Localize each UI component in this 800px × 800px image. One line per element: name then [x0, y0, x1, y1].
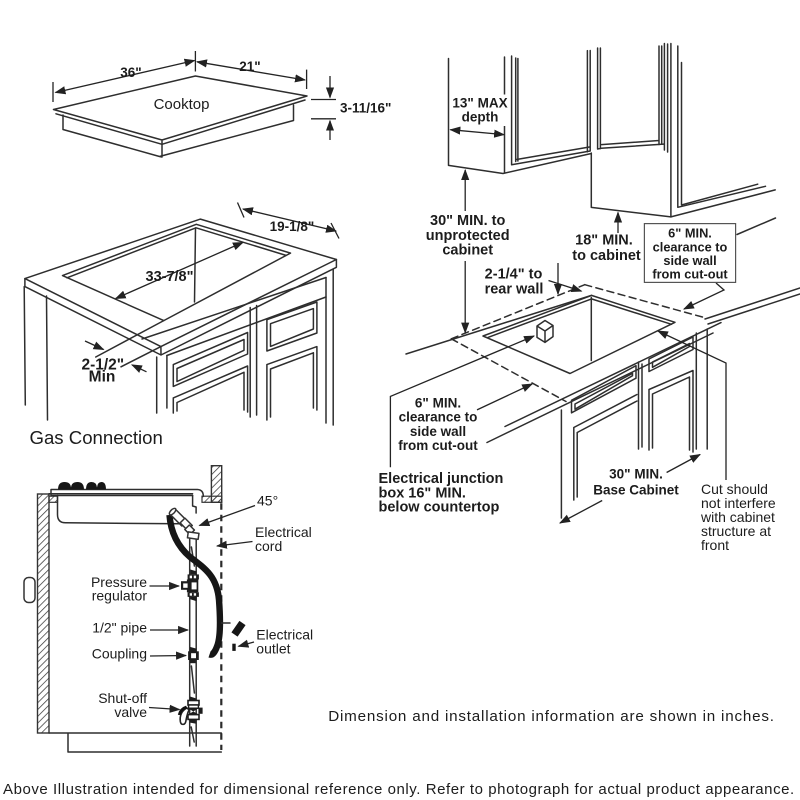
svg-text:Electrical: Electrical: [256, 626, 313, 642]
svg-text:Min: Min: [89, 369, 116, 386]
svg-text:unprotected: unprotected: [426, 228, 510, 244]
svg-text:13" MAX: 13" MAX: [452, 96, 507, 111]
svg-text:structure at: structure at: [701, 523, 771, 539]
svg-text:from cut-out: from cut-out: [652, 267, 728, 282]
svg-text:not interfere: not interfere: [701, 495, 776, 511]
svg-text:outlet: outlet: [256, 641, 290, 657]
svg-text:Electrical: Electrical: [255, 524, 312, 540]
svg-text:30" MIN.: 30" MIN.: [609, 467, 663, 482]
svg-text:18" MIN.: 18" MIN.: [575, 233, 633, 249]
svg-text:36": 36": [120, 65, 141, 80]
svg-text:6" MIN.: 6" MIN.: [668, 226, 712, 241]
svg-text:valve: valve: [114, 704, 147, 720]
svg-text:6" MIN.: 6" MIN.: [415, 396, 461, 411]
svg-text:cord: cord: [255, 538, 282, 554]
svg-text:below countertop: below countertop: [379, 500, 500, 516]
svg-text:Cut should: Cut should: [701, 481, 768, 497]
svg-text:clearance to: clearance to: [399, 410, 478, 425]
svg-text:45°: 45°: [257, 493, 278, 509]
svg-text:Base Cabinet: Base Cabinet: [593, 483, 679, 498]
svg-text:Above Illustration intended fo: Above Illustration intended for dimensio…: [3, 781, 795, 798]
svg-text:box 16" MIN.: box 16" MIN.: [379, 486, 466, 502]
svg-text:Shut-off: Shut-off: [98, 690, 147, 706]
svg-text:Coupling: Coupling: [92, 646, 147, 662]
svg-text:2-1/4" to: 2-1/4" to: [485, 266, 543, 282]
svg-text:30" MIN. to: 30" MIN. to: [430, 213, 505, 229]
svg-text:from cut-out: from cut-out: [398, 438, 478, 453]
svg-text:Gas Connection: Gas Connection: [30, 427, 163, 448]
svg-text:33-7/8": 33-7/8": [146, 269, 194, 285]
svg-text:to cabinet: to cabinet: [572, 248, 641, 264]
svg-text:21": 21": [239, 59, 260, 74]
svg-text:Dimension and installation inf: Dimension and installation information a…: [328, 708, 775, 725]
svg-text:2-1/2": 2-1/2": [81, 357, 124, 374]
svg-text:side wall: side wall: [410, 424, 466, 439]
svg-text:with cabinet: with cabinet: [700, 509, 775, 525]
svg-text:regulator: regulator: [92, 588, 148, 604]
svg-text:clearance to: clearance to: [653, 240, 728, 255]
svg-text:front: front: [701, 537, 729, 553]
svg-text:1/2" pipe: 1/2" pipe: [92, 620, 147, 636]
svg-text:side wall: side wall: [663, 253, 716, 268]
svg-text:depth: depth: [462, 110, 499, 125]
svg-text:Pressure: Pressure: [91, 574, 147, 590]
svg-text:cabinet: cabinet: [442, 243, 493, 259]
svg-text:Cooktop: Cooktop: [154, 96, 210, 113]
svg-text:3-11/16": 3-11/16": [340, 101, 391, 116]
svg-text:19-1/8": 19-1/8": [270, 219, 315, 234]
svg-text:rear wall: rear wall: [485, 282, 544, 298]
svg-text:Electrical junction: Electrical junction: [379, 471, 504, 487]
